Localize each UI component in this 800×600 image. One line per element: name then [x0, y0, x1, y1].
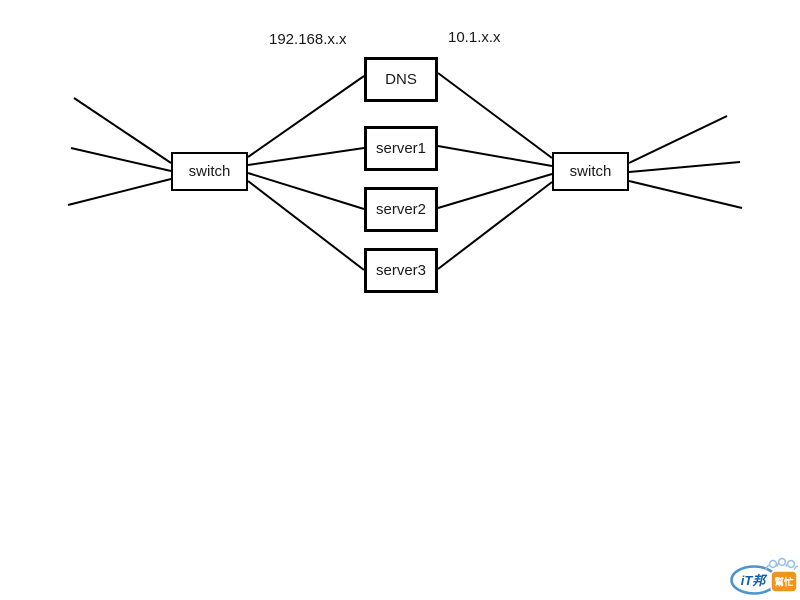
network-label-192-168: 192.168.x.x [269, 31, 347, 48]
watermark-tag-box [770, 570, 798, 593]
connection-line-switch-right-dns [437, 72, 553, 159]
watermark-brand-text: iT邦 [741, 573, 769, 588]
connection-line-switch-right-right-uplink-1 [628, 115, 728, 164]
node-server1: server1 [364, 126, 438, 171]
ithelp-watermark: iT邦 幫忙 [727, 554, 799, 600]
ithelp-logo-icon: iT邦 幫忙 [730, 557, 799, 595]
node-server2-label: server2 [375, 201, 427, 218]
connection-line-switch-left-left-uplink-1 [73, 97, 172, 164]
connection-line-switch-right-server1 [437, 145, 553, 167]
node-switch-right-label: switch [569, 163, 612, 180]
connection-line-switch-left-left-uplink-2 [70, 147, 172, 172]
connection-line-switch-left-dns [247, 75, 365, 158]
connection-line-switch-left-server3 [247, 180, 365, 271]
node-server3: server3 [364, 248, 438, 293]
watermark-tag-text: 幫忙 [774, 577, 794, 589]
connection-line-switch-left-server2 [247, 172, 365, 210]
connection-line-switch-right-right-uplink-3 [628, 180, 743, 209]
node-server1-label: server1 [375, 140, 427, 157]
network-label-10-1: 10.1.x.x [448, 29, 501, 46]
node-server2: server2 [364, 187, 438, 232]
connection-line-switch-right-right-uplink-2 [628, 161, 741, 173]
node-dns: DNS [364, 57, 438, 102]
node-server3-label: server3 [375, 262, 427, 279]
connection-line-switch-left-server1 [247, 147, 365, 166]
connection-line-switch-right-server2 [437, 173, 553, 209]
node-dns-label: DNS [385, 71, 417, 88]
node-switch-left: switch [171, 152, 248, 191]
node-switch-left-label: switch [188, 163, 231, 180]
node-switch-right: switch [552, 152, 629, 191]
watermark-people-icon [765, 557, 799, 570]
connection-line-switch-right-server3 [437, 181, 553, 270]
connection-line-switch-left-left-uplink-3 [67, 178, 172, 206]
